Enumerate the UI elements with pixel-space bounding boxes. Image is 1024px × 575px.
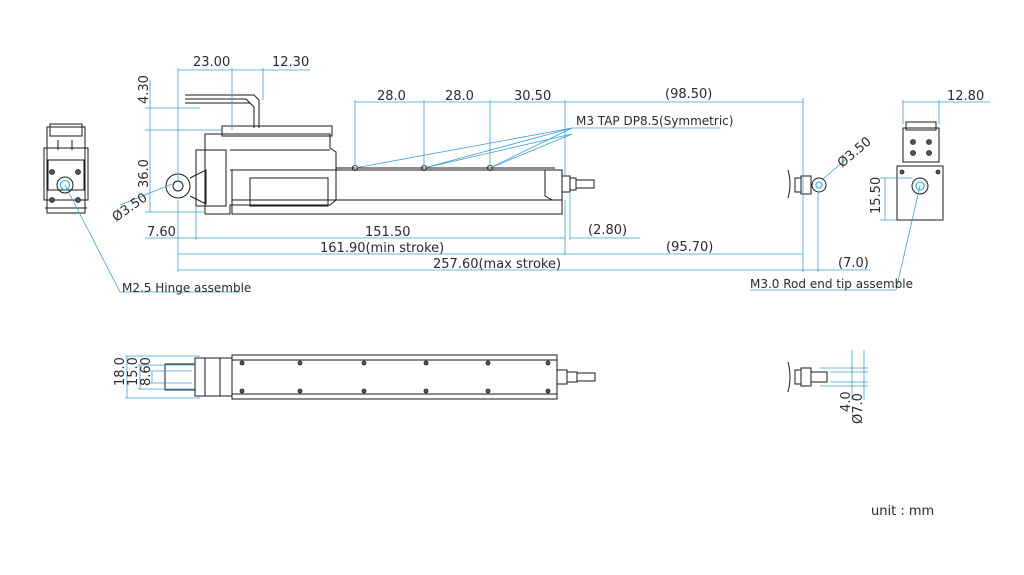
dim-hole-dia-right: Ø3.50 (835, 134, 875, 171)
dim-tap-28-b: 28.0 (445, 89, 474, 104)
dim-min-stroke: 161.90(min stroke) (320, 241, 444, 256)
dim-left-36: 36.0 (137, 159, 152, 188)
rod-end-top-extended (787, 361, 828, 393)
dimension-lines (64, 68, 990, 400)
callout-rod-end: M3.0 Rod end tip assemble (750, 277, 913, 291)
dim-left-4-30: 4.30 (137, 75, 152, 104)
dim-bottom-4: 4.0 (839, 391, 854, 412)
dim-tip-7: (7.0) (838, 256, 869, 271)
dim-right-12-80: 12.80 (947, 89, 984, 104)
unit-label: unit : mm (871, 504, 934, 519)
dim-2-80: (2.80) (588, 223, 627, 238)
actuator-front-view (165, 94, 595, 215)
dim-tap-30-50: 30.50 (514, 89, 551, 104)
callout-hinge: M2.5 Hinge assemble (122, 281, 251, 295)
callout-tap: M3 TAP DP8.5(Symmetric) (576, 114, 733, 128)
actuator-top-view (164, 354, 596, 400)
left-end-view (43, 123, 89, 214)
dim-95-70: (95.70) (666, 240, 713, 255)
dim-top-12-30: 12.30 (272, 55, 309, 70)
right-end-view (896, 121, 944, 221)
dim-max-stroke: 257.60(max stroke) (433, 257, 561, 272)
dimension-labels: 23.00 12.30 4.30 36.0 Ø3.50 28.0 28.0 30… (110, 55, 985, 519)
dim-hole-dia-left: Ø3.50 (110, 191, 151, 226)
dim-151-50: 151.50 (365, 225, 411, 240)
dim-right-15-50: 15.50 (869, 177, 884, 214)
dim-bottom-dia-7: Ø7.0 (851, 393, 866, 424)
dim-bottom-18: 18.0 (113, 357, 128, 386)
rod-end-extended (787, 169, 827, 199)
dim-left-7-60: 7.60 (147, 225, 176, 240)
dim-bottom-15: 15.0 (126, 357, 141, 386)
dim-bottom-8-60: 8.60 (139, 357, 154, 386)
dim-top-23: 23.00 (193, 55, 230, 70)
dim-tap-28-a: 28.0 (377, 89, 406, 104)
dim-top-98-50: (98.50) (665, 87, 712, 102)
